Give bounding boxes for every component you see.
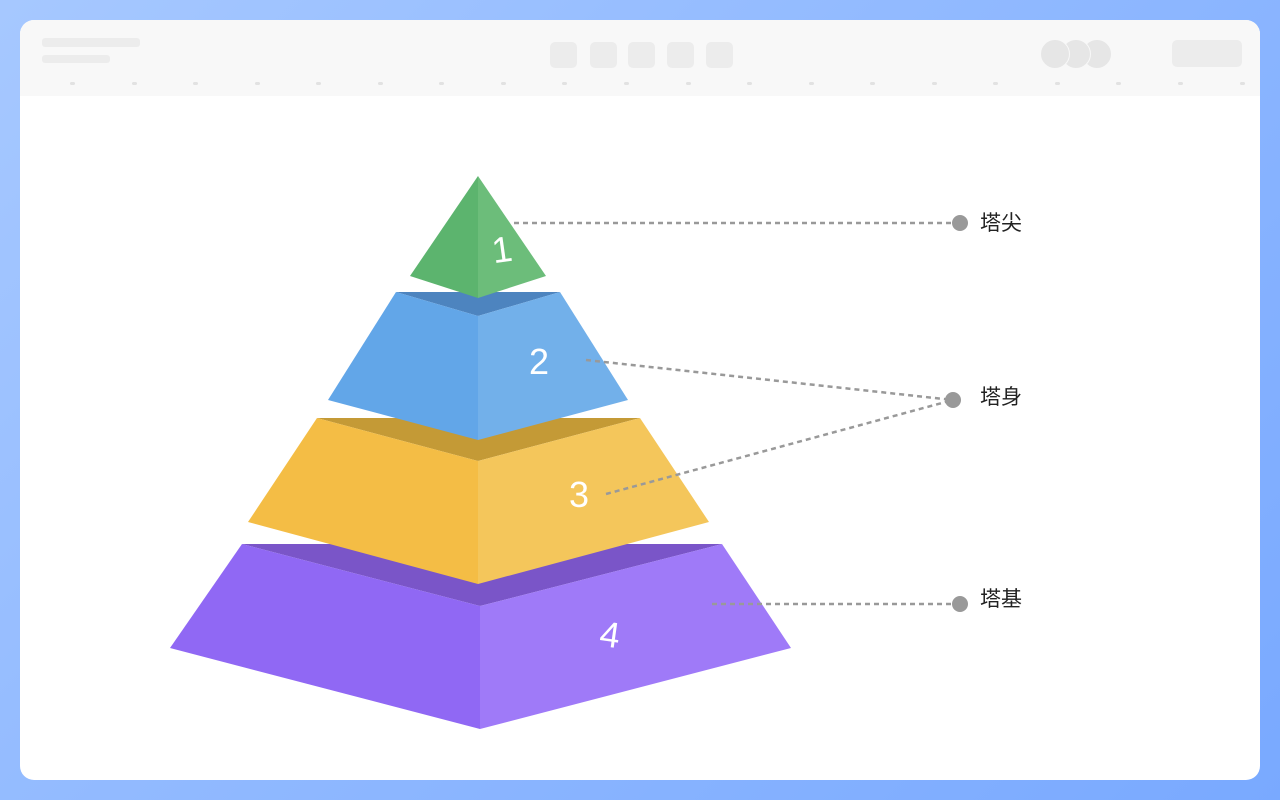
avatar-1[interactable] — [1040, 39, 1070, 69]
ruler-tick — [439, 82, 444, 85]
level-2-left-face — [328, 292, 478, 440]
connector-body-upper — [585, 358, 954, 402]
level-3-right-face — [478, 418, 709, 584]
tool-button-4[interactable] — [667, 42, 694, 68]
level-3-number: 3 — [569, 474, 589, 515]
pyramid-level-2[interactable] — [328, 292, 628, 440]
pyramid-diagram: 1 2 3 4 塔尖 塔身 塔基 — [170, 176, 1022, 729]
ruler-tick — [686, 82, 691, 85]
ruler-tick — [70, 82, 75, 85]
pyramid-level-1[interactable] — [410, 176, 546, 298]
share-button[interactable] — [1172, 40, 1242, 67]
ruler-tick — [132, 82, 137, 85]
tool-button-2[interactable] — [590, 42, 617, 68]
tool-button-5[interactable] — [706, 42, 733, 68]
ruler-tick — [316, 82, 321, 85]
toolbar — [20, 20, 1260, 96]
level-2-right-face — [478, 292, 628, 440]
ruler-tick — [501, 82, 506, 85]
title-placeholder — [42, 38, 140, 47]
level-2-number: 2 — [529, 341, 549, 382]
ruler-tick — [932, 82, 937, 85]
level-1-left-face — [410, 176, 478, 298]
connector-lines — [514, 221, 960, 606]
level-4-right-face — [480, 544, 791, 729]
level-1-right-face — [478, 176, 546, 298]
tool-button-3[interactable] — [628, 42, 655, 68]
label-dot-base — [952, 596, 968, 612]
ruler-tick — [1178, 82, 1183, 85]
ruler-tick — [562, 82, 567, 85]
diagram-window: 1 2 3 4 塔尖 塔身 塔基 — [20, 20, 1260, 780]
label-body: 塔身 — [980, 385, 1022, 409]
label-dot-tip — [952, 215, 968, 231]
level-3-left-face — [248, 418, 478, 584]
connector-body-lower — [605, 398, 954, 496]
ruler-tick — [193, 82, 198, 85]
ruler-tick — [255, 82, 260, 85]
label-base: 塔基 — [980, 587, 1022, 611]
subtitle-placeholder — [42, 55, 110, 63]
ruler-tick — [1116, 82, 1121, 85]
ruler-tick — [1055, 82, 1060, 85]
ruler-tick — [624, 82, 629, 85]
tool-button-1[interactable] — [550, 42, 577, 68]
ruler-tick — [993, 82, 998, 85]
level-4-left-face — [170, 544, 480, 729]
ruler-tick — [809, 82, 814, 85]
ruler-tick — [378, 82, 383, 85]
level-2-top-face — [396, 292, 560, 316]
ruler-tick — [747, 82, 752, 85]
ruler-tick — [870, 82, 875, 85]
ruler-tick — [1240, 82, 1245, 85]
label-dot-body — [945, 392, 961, 408]
label-tip: 塔尖 — [980, 211, 1022, 235]
pyramid-level-4[interactable] — [170, 544, 791, 729]
